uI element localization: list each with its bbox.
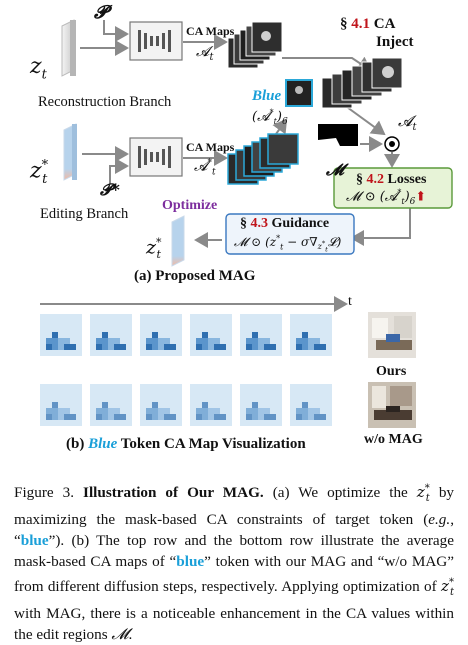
panel-a-title: (a) Proposed MAG — [134, 268, 256, 284]
zt-star-label: z*t — [30, 158, 49, 187]
editing-branch-label: Editing Branch — [40, 206, 129, 222]
section-41-label: § 4.1 CA — [340, 16, 396, 32]
up-arrow-icon: ⬆ — [415, 189, 427, 205]
panel-b-title: (b) Blue Token CA Map Visualization — [66, 436, 306, 452]
a-star-6-label: (𝓐*t)6 — [252, 108, 288, 127]
arrow-edit-maps-to-blue — [272, 118, 288, 135]
a-t-label: 𝓐t — [196, 44, 214, 63]
t-axis-label: t — [348, 294, 352, 309]
ca-maps-top-label: CA Maps — [186, 24, 235, 38]
figure-caption: Figure 3. Illustration of Our MAG. (a) W… — [14, 483, 455, 644]
latent-zt-face — [70, 20, 76, 76]
arrow-loss-to-guidance — [350, 206, 411, 246]
womag-label: w/o MAG — [364, 432, 423, 447]
a-t-star-label: 𝓐*t — [194, 158, 216, 178]
ca-maps-bottom-stack — [227, 133, 299, 185]
guidance-formula: 𝓜 ⊙ (z*t − σ∇z*t𝓛) — [234, 234, 342, 254]
mask-m-image — [318, 124, 358, 158]
a-t-right-label: 𝓐t — [398, 112, 417, 133]
panel-b-visualization — [40, 296, 416, 428]
ca-maps-top-stack — [227, 21, 283, 69]
zt-star-optimized-label: z*t — [146, 236, 162, 262]
panel-a-diagram — [61, 19, 453, 267]
result-image-womag — [368, 382, 416, 428]
section-43-label: § 4.3 Guidance — [240, 216, 330, 231]
zt-label: zt — [30, 54, 47, 83]
prompt-p-label: 𝓟 — [94, 2, 107, 23]
reconstruction-branch-label: Reconstruction Branch — [38, 94, 172, 110]
latent-zt-star-face — [72, 124, 77, 180]
guidance-box — [225, 213, 355, 255]
blue-label: Blue — [252, 88, 282, 104]
arrow-ps-to-unet — [109, 158, 129, 184]
ours-label: Ours — [376, 364, 407, 379]
latent-optimized-shape — [171, 215, 185, 267]
section-42-label: § 4.2 Losses — [356, 172, 427, 187]
loss-formula: 𝓜 ⊙ (𝓐*t)6⬆ — [346, 188, 427, 207]
section-41-sub: Inject — [376, 34, 414, 50]
unet-bottom-icon — [129, 137, 183, 177]
prompt-p-star-label: 𝓟* — [100, 180, 120, 199]
arrow-p-to-unet — [103, 20, 129, 42]
result-image-ours — [368, 312, 416, 358]
blue-token-map — [285, 79, 313, 107]
caption-fig-num: Figure 3. — [14, 484, 75, 502]
ca-map-row-womag — [40, 384, 332, 426]
ca-map-row-ours — [40, 314, 332, 356]
mask-m-label: 𝓜 — [326, 160, 344, 179]
unet-top-icon — [129, 21, 183, 61]
ca-maps-inject-stack — [321, 57, 403, 109]
caption-title: Illustration of Our MAG. — [83, 484, 264, 502]
loss-box — [333, 167, 453, 209]
ca-maps-bottom-label: CA Maps — [186, 140, 235, 154]
hadamard-operator-icon — [384, 136, 400, 152]
optimize-label: Optimize — [162, 198, 218, 213]
